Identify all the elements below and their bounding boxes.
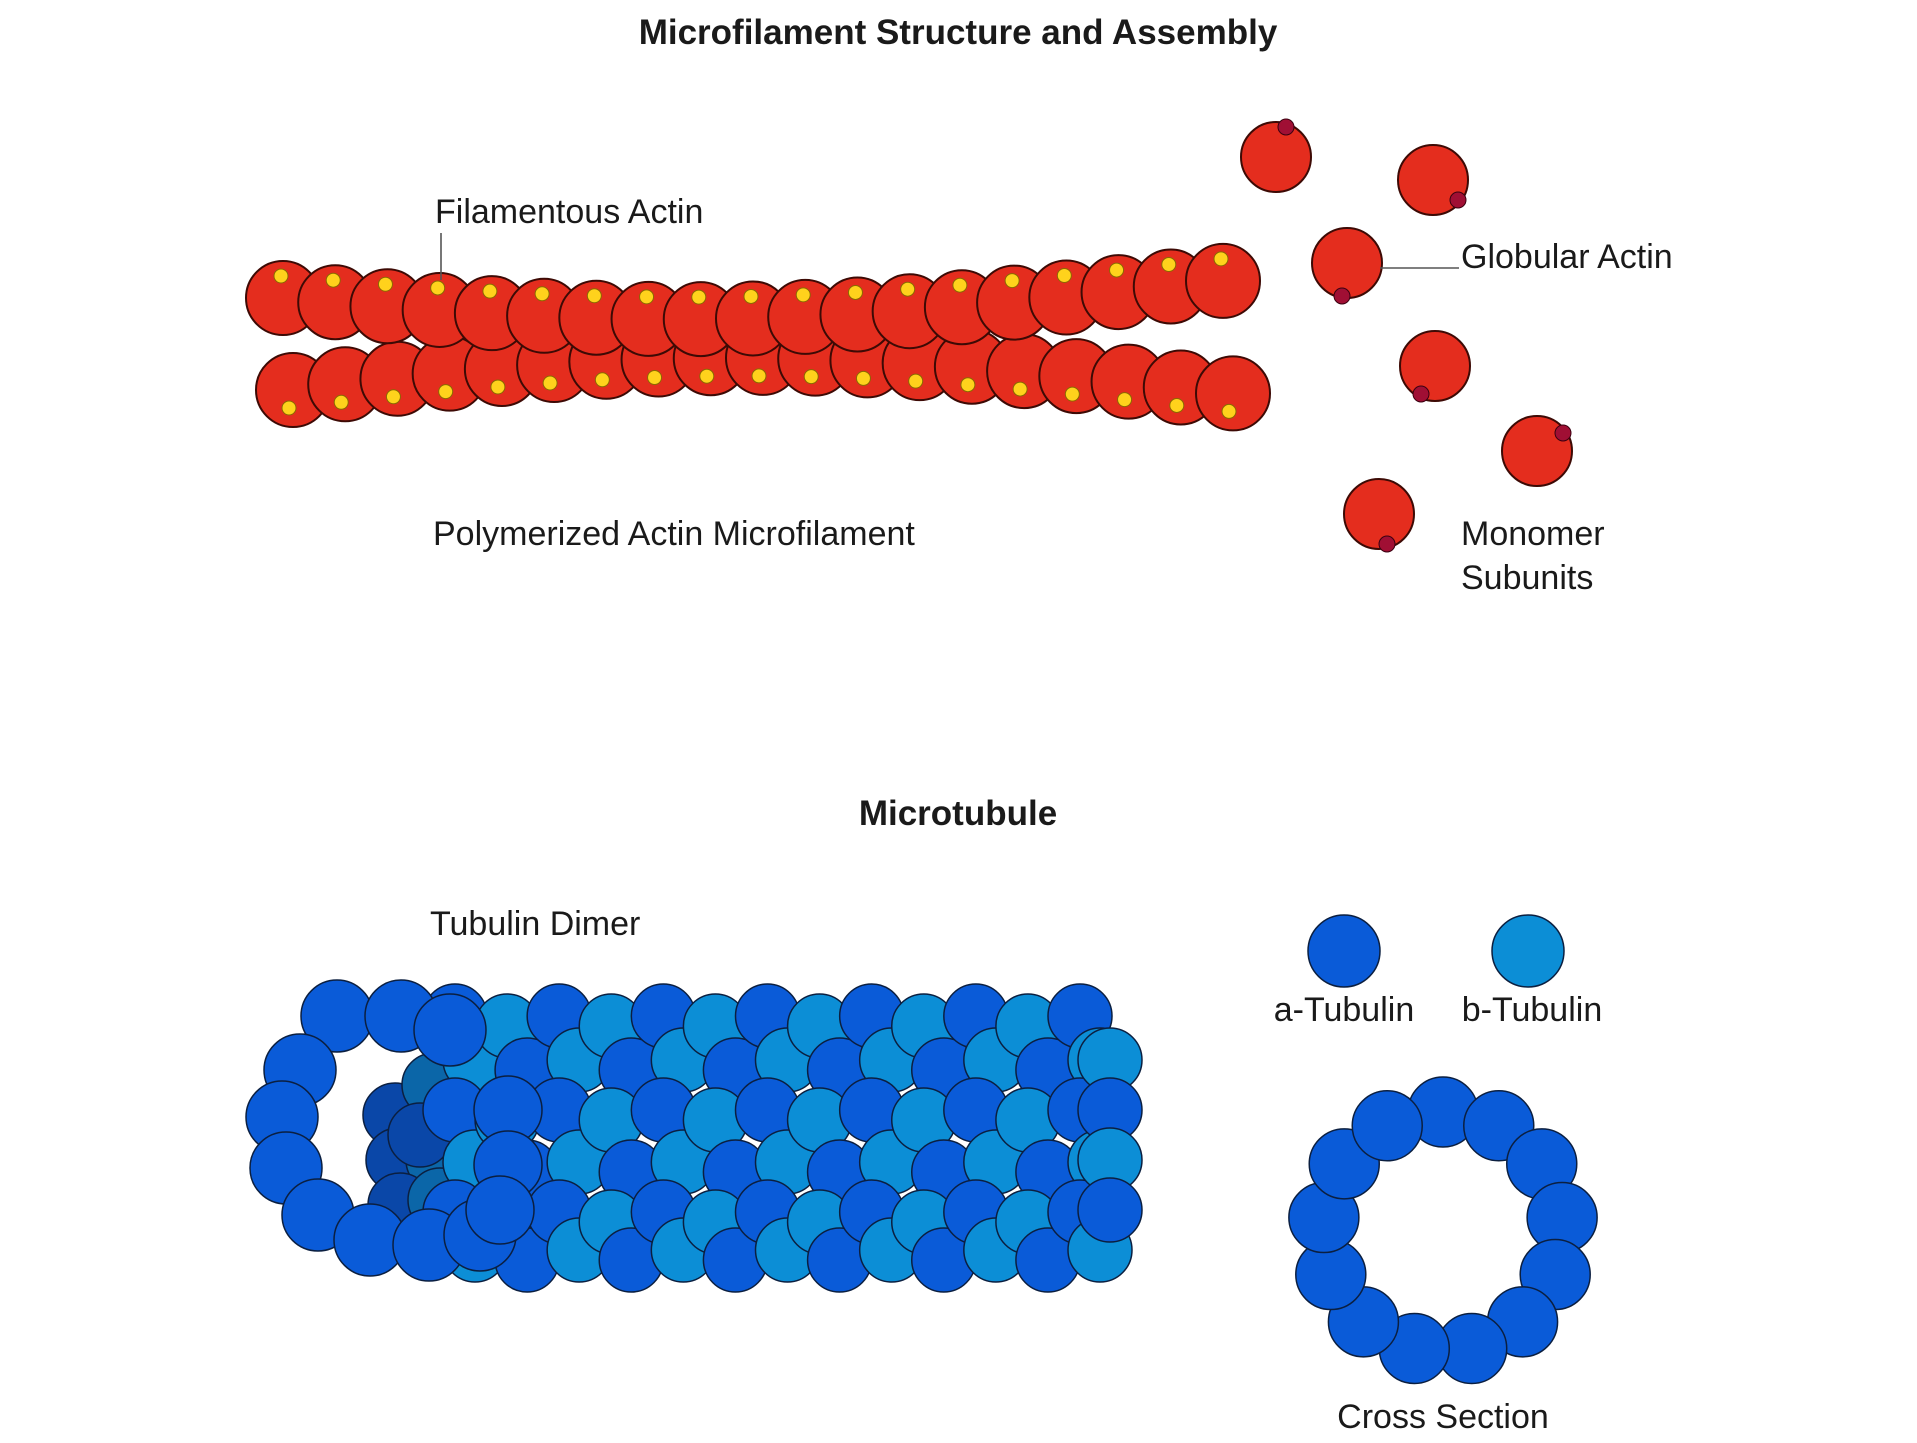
atp-dot [325,272,341,288]
atp-dot [490,379,506,395]
atp-dot [908,373,924,389]
alpha-tubulin-label: a-Tubulin [1274,991,1414,1029]
atp-dot [377,276,393,292]
tubulin-rim-subunit [413,993,487,1067]
atp-dot [639,289,655,305]
microfilament-title: Microfilament Structure and Assembly [639,13,1278,52]
alpha-tubulin-swatch [1307,914,1381,988]
actin-monomer [1311,227,1383,299]
actin-subunit-lower [1195,355,1271,432]
atp-dot [1012,381,1028,397]
atp-dot [586,288,602,304]
cross-section-subunit [1351,1089,1423,1162]
adp-dot [1554,424,1572,442]
monomer-label-line2: Subunits [1461,559,1593,597]
filamentous-actin-label: Filamentous Actin [435,193,703,231]
atp-dot [795,287,811,303]
atp-dot [385,389,401,405]
atp-dot [647,370,663,386]
microtubule-title: Microtubule [859,794,1057,833]
adp-dot [1412,385,1430,403]
atp-dot [438,384,454,400]
microtubule-body [245,979,1143,1293]
atp-dot [333,394,349,410]
atp-dot [273,268,289,284]
atp-dot [847,284,863,300]
beta-tubulin-label: b-Tubulin [1462,991,1602,1029]
actin-monomer [1343,478,1415,550]
atp-dot [1004,273,1020,289]
atp-dot [751,368,767,384]
actin-subunit-upper [1185,242,1261,319]
atp-dot [1161,256,1177,272]
polymerized-actin-label: Polymerized Actin Microfilament [433,515,915,553]
atp-dot [281,400,297,416]
tubulin-dimer-label: Tubulin Dimer [430,905,640,943]
adp-dot [1378,535,1396,553]
adp-dot [1333,287,1351,305]
atp-dot [952,277,968,293]
actin-monomer [1399,330,1471,402]
atp-dot [1064,386,1080,402]
globular-actin-label: Globular Actin [1461,238,1673,276]
beta-tubulin-swatch [1491,914,1565,988]
actin-monomer [1501,415,1573,487]
atp-dot [482,283,498,299]
atp-dot [1056,268,1072,283]
cross-section-ring [1288,1076,1598,1385]
atp-dot [1109,262,1125,278]
atp-dot [1117,392,1133,408]
atp-dot [960,377,976,393]
cross-section-label: Cross Section [1337,1398,1549,1436]
atp-dot [430,280,446,296]
atp-dot [743,288,759,304]
tubulin-front-subunit [465,1175,535,1245]
atp-dot [1221,403,1237,419]
atp-dot [542,375,558,391]
atp-dot [855,370,871,386]
atp-dot [699,368,715,384]
actin-filament [245,242,1271,432]
atp-dot [803,369,819,385]
atp-dot [594,372,610,388]
atp-dot [1213,251,1229,267]
actin-monomers [1240,118,1573,553]
tubulin-end-subunit [1077,1177,1143,1243]
atp-dot [1169,397,1185,413]
adp-dot [1277,118,1295,136]
monomer-label-line1: Monomer [1461,515,1605,553]
atp-dot [691,289,707,305]
atp-dot [900,281,916,297]
atp-dot [534,286,550,302]
adp-dot [1449,191,1467,209]
actin-monomer [1240,121,1312,193]
